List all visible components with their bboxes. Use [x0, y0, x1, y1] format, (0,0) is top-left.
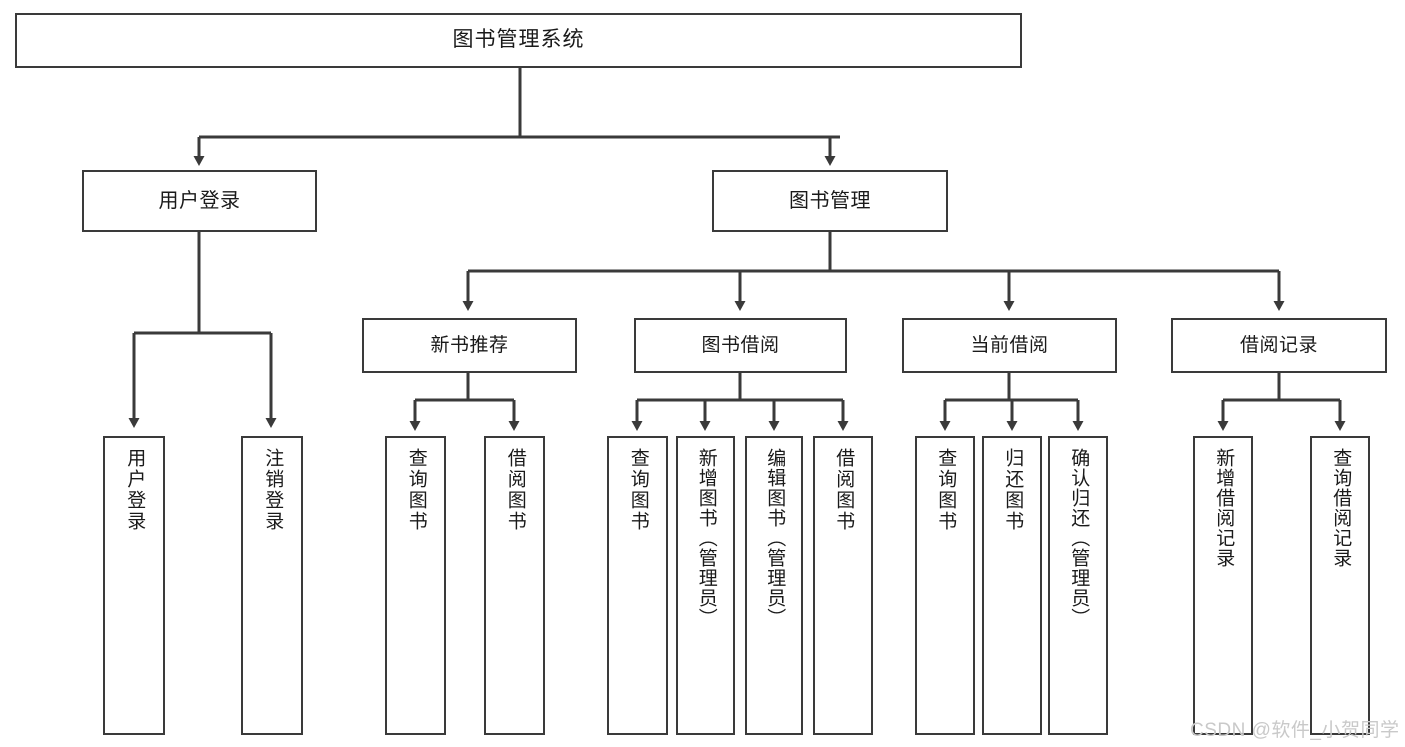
node-current-borrow[interactable]: 当前借阅	[902, 318, 1117, 373]
leaf-borrow-edit-book[interactable]: 编辑图书（管理员）	[745, 436, 803, 735]
leaf-borrow-query-book[interactable]: 查询图书	[607, 436, 668, 735]
node-user-login-label: 用户登录	[158, 189, 241, 212]
leaf-borrow-borrow-book-label: 借阅图书	[833, 448, 855, 532]
node-book-management-label: 图书管理	[789, 189, 871, 212]
node-current-borrow-label: 当前借阅	[970, 334, 1049, 356]
leaf-new-book-borrow-label: 借阅图书	[504, 448, 526, 532]
node-borrow-record-label: 借阅记录	[1239, 334, 1318, 356]
leaf-record-query[interactable]: 查询借阅记录	[1310, 436, 1370, 735]
leaf-current-return-book[interactable]: 归还图书	[982, 436, 1042, 735]
leaf-new-book-query-label: 查询图书	[405, 448, 427, 532]
leaf-user-login-signout-label: 注销登录	[262, 448, 284, 532]
node-book-borrow[interactable]: 图书借阅	[634, 318, 847, 373]
leaf-new-book-query[interactable]: 查询图书	[385, 436, 446, 735]
leaf-borrow-edit-book-label: 编辑图书（管理员）	[764, 448, 786, 628]
leaf-current-query-book[interactable]: 查询图书	[915, 436, 975, 735]
leaf-current-confirm-return-label: 确认归还（管理员）	[1068, 448, 1090, 628]
node-new-book-recommend[interactable]: 新书推荐	[362, 318, 577, 373]
node-book-borrow-label: 图书借阅	[701, 334, 780, 356]
node-borrow-record[interactable]: 借阅记录	[1171, 318, 1387, 373]
watermark: CSDN @软件_小贺同学	[1190, 720, 1400, 741]
leaf-record-query-label: 查询借阅记录	[1330, 448, 1352, 568]
leaf-current-return-book-label: 归还图书	[1002, 448, 1024, 532]
node-new-book-recommend-label: 新书推荐	[430, 334, 509, 356]
node-book-management[interactable]: 图书管理	[712, 170, 948, 232]
leaf-borrow-query-book-label: 查询图书	[627, 448, 649, 532]
leaf-current-query-book-label: 查询图书	[935, 448, 957, 532]
node-root[interactable]: 图书管理系统	[15, 13, 1022, 68]
leaf-borrow-borrow-book[interactable]: 借阅图书	[813, 436, 873, 735]
node-user-login[interactable]: 用户登录	[82, 170, 317, 232]
leaf-record-add[interactable]: 新增借阅记录	[1193, 436, 1253, 735]
leaf-user-login-signin-label: 用户登录	[124, 448, 146, 532]
leaf-user-login-signin[interactable]: 用户登录	[103, 436, 165, 735]
leaf-new-book-borrow[interactable]: 借阅图书	[484, 436, 545, 735]
leaf-borrow-add-book[interactable]: 新增图书（管理员）	[676, 436, 735, 735]
leaf-user-login-signout[interactable]: 注销登录	[241, 436, 303, 735]
node-root-label: 图书管理系统	[452, 28, 585, 52]
leaf-current-confirm-return[interactable]: 确认归还（管理员）	[1048, 436, 1108, 735]
leaf-borrow-add-book-label: 新增图书（管理员）	[695, 448, 717, 628]
leaf-record-add-label: 新增借阅记录	[1213, 448, 1235, 568]
